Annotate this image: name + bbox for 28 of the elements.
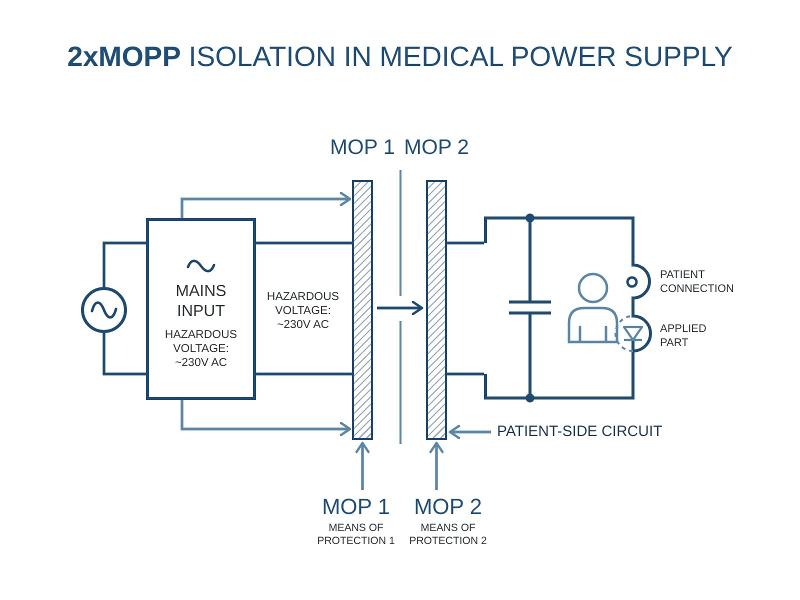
mop-description: MEANS OF PROTECTION 2 xyxy=(408,522,488,548)
mop-description: MEANS OF PROTECTION 1 xyxy=(316,522,396,548)
callout-label: PATIENT-SIDE CIRCUIT xyxy=(497,422,662,442)
arrow xyxy=(180,192,352,218)
wire xyxy=(256,242,352,244)
box-title: MAINS INPUT xyxy=(174,282,228,322)
arrow xyxy=(355,442,370,490)
diagram-title: 2xMOPP ISOLATION IN MEDICAL POWER SUPPLY xyxy=(67,40,733,74)
terminal-label: PATIENT CONNECTION xyxy=(660,268,735,296)
mop-label: MOP 1 xyxy=(322,494,390,520)
patient-circuit-drawing xyxy=(484,213,652,403)
voltage-note: HAZARDOUS VOLTAGE: ~230V AC xyxy=(266,290,340,332)
mains-input-box xyxy=(146,218,256,400)
arrow xyxy=(429,442,444,490)
barrier-heading: MOP 2 xyxy=(404,136,469,160)
voltage-note: HAZARDOUS VOLTAGE: ~230V AC xyxy=(164,328,238,370)
wire xyxy=(256,372,352,376)
terminal-label: APPLIED PART xyxy=(660,322,708,350)
arrow xyxy=(180,400,352,436)
wire xyxy=(102,242,146,287)
wire xyxy=(447,242,484,244)
wire xyxy=(447,372,484,376)
arrow xyxy=(377,300,424,316)
barrier-heading: MOP 1 xyxy=(330,136,395,160)
ac-source-symbol xyxy=(81,287,127,333)
arrow xyxy=(448,424,491,440)
mop-label: MOP 2 xyxy=(414,494,482,520)
wire xyxy=(102,333,146,376)
